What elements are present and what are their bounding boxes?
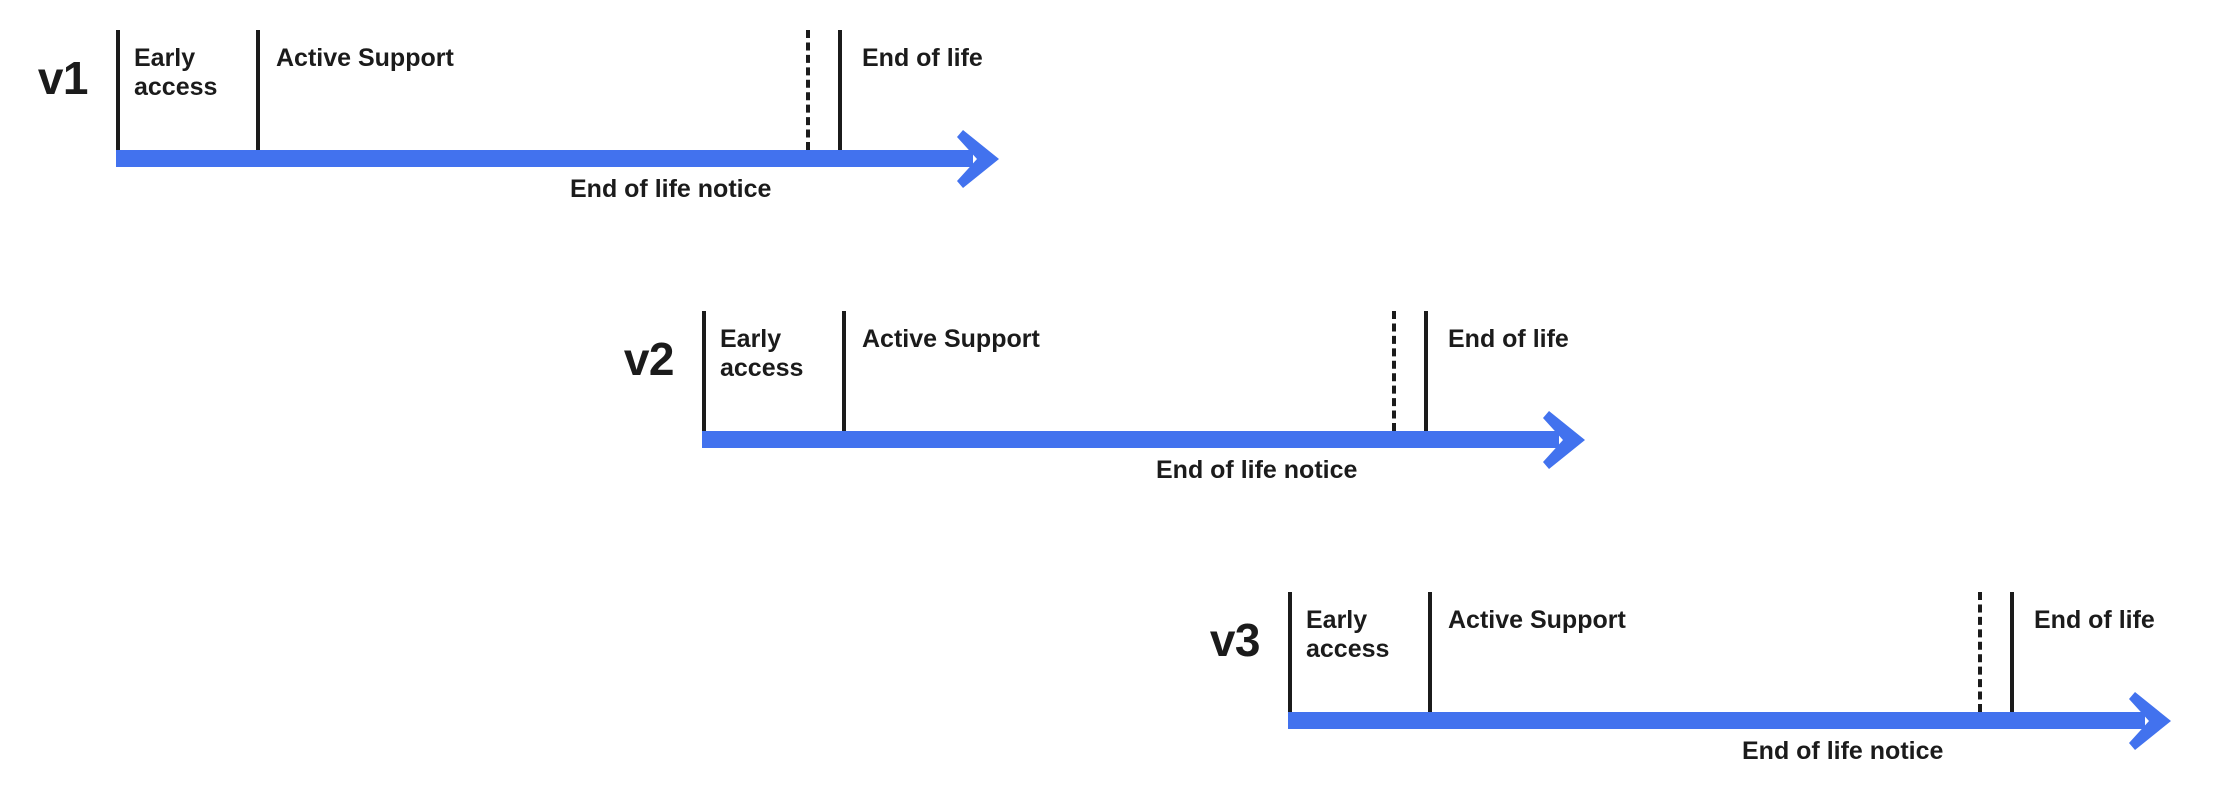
- end-of-life-notice-marker-v2: [1392, 311, 1396, 431]
- end-of-life-start-line-v2: [1424, 311, 1428, 431]
- end-of-life-label-v3: End of life: [2034, 606, 2155, 634]
- version-label-v3: v3: [1209, 614, 1261, 666]
- early-access-start-line-v1: [116, 30, 120, 150]
- active-support-label-v2: Active Support: [862, 325, 1040, 353]
- active-support-start-line-v2: [842, 311, 846, 431]
- active-support-label-v1: Active Support: [276, 44, 454, 72]
- end-of-life-notice-marker-v3: [1978, 592, 1982, 712]
- timeline-arrow-shaft-v1: [116, 150, 973, 167]
- timeline-arrow-head-v2: [1541, 409, 1605, 471]
- timeline-arrow-shaft-v3: [1288, 712, 2145, 729]
- end-of-life-notice-label-v2: End of life notice: [1156, 456, 1358, 484]
- timeline-row-v1: v1 Early access Active Support End of li…: [0, 0, 1080, 230]
- early-access-start-line-v3: [1288, 592, 1292, 712]
- active-support-start-line-v3: [1428, 592, 1432, 712]
- early-access-label-v2: Early access: [720, 325, 804, 382]
- end-of-life-label-v2: End of life: [1448, 325, 1569, 353]
- early-access-start-line-v2: [702, 311, 706, 431]
- end-of-life-start-line-v3: [2010, 592, 2014, 712]
- end-of-life-notice-marker-v1: [806, 30, 810, 150]
- timeline-row-v3: v3 Early access Active Support End of li…: [0, 562, 2228, 792]
- end-of-life-start-line-v1: [838, 30, 842, 150]
- active-support-start-line-v1: [256, 30, 260, 150]
- timeline-arrow-head-v3: [2127, 690, 2191, 752]
- early-access-label-v1: Early access: [134, 44, 218, 101]
- end-of-life-notice-label-v1: End of life notice: [570, 175, 772, 203]
- timeline-row-v2: v2 Early access Active Support End of li…: [0, 281, 1700, 511]
- end-of-life-notice-label-v3: End of life notice: [1742, 737, 1944, 765]
- active-support-label-v3: Active Support: [1448, 606, 1626, 634]
- version-label-v2: v2: [623, 333, 675, 385]
- end-of-life-label-v1: End of life: [862, 44, 983, 72]
- early-access-label-v3: Early access: [1306, 606, 1390, 663]
- timeline-arrow-shaft-v2: [702, 431, 1559, 448]
- version-label-v1: v1: [37, 52, 89, 104]
- timeline-arrow-head-v1: [955, 128, 1019, 190]
